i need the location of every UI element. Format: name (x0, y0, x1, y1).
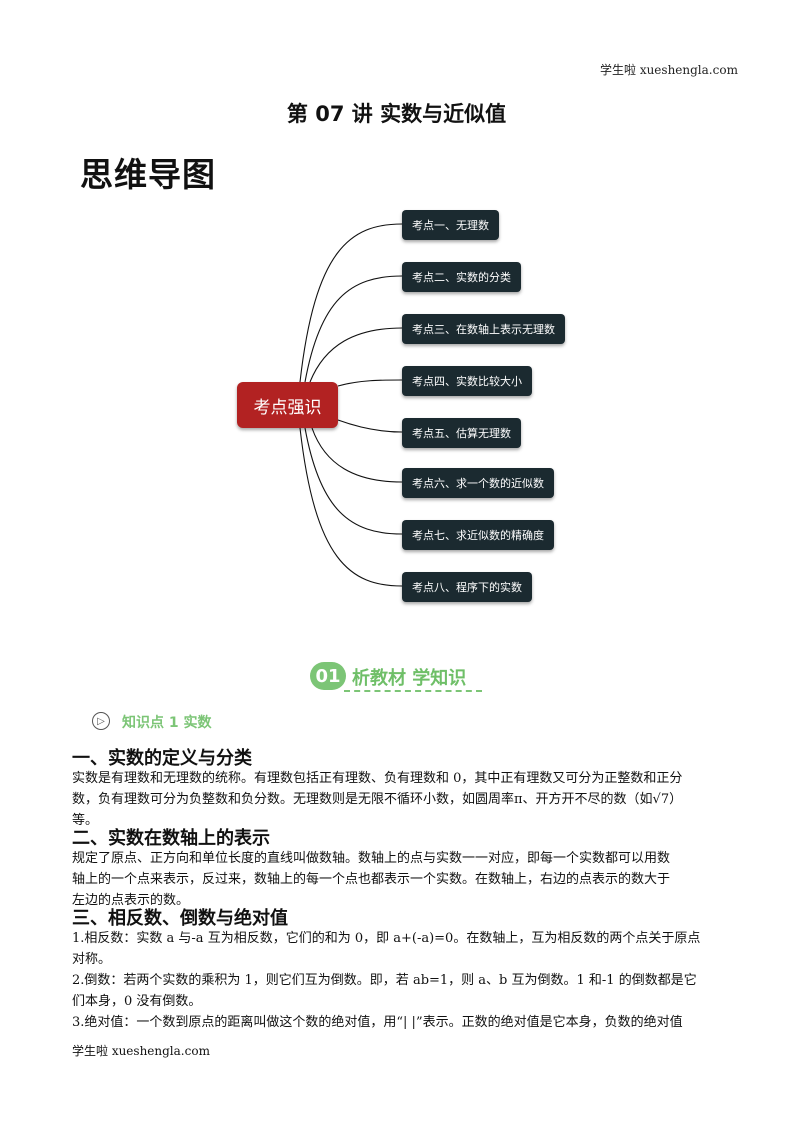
heading-number-line: 二、实数在数轴上的表示 (72, 828, 270, 849)
header-site: 学生啦 xueshengla.com (600, 63, 738, 77)
text-line: 1.相反数：实数 a 与-a 互为相反数，它们的和为 0，即 a+(-a)=0。… (72, 931, 701, 946)
text-line: 2.倒数：若两个实数的乘积为 1，则它们互为倒数。即，若 ab=1，则 a、b … (72, 973, 697, 988)
connector-3 (309, 327, 403, 383)
text-line: 左边的点表示的数。 (72, 893, 190, 908)
text-line: 轴上的一个点来表示，反过来，数轴上的每一个点也都表示一个实数。在数轴上，右边的点… (72, 872, 671, 887)
section-title: 析教材 学知识 (352, 668, 467, 689)
text-line: 规定了原点、正方向和单位长度的直线叫做数轴。数轴上的点与实数一一对应，即每一个实… (72, 851, 671, 866)
section-underline (344, 690, 482, 692)
paragraph-opposites: 1.相反数：实数 a 与-a 互为相反数，它们的和为 0，即 a+(-a)=0。… (72, 928, 726, 1033)
connector-5 (337, 419, 403, 433)
connector-7 (304, 427, 403, 535)
mindmap-connectors (299, 223, 403, 587)
mindmap-branch-3: 考点三、在数轴上表示无理数 (402, 314, 565, 344)
mindmap-branch-2: 考点二、实数的分类 (402, 262, 521, 292)
mindmap-branch-8: 考点八、程序下的实数 (402, 572, 532, 602)
knowledge-point-label: 知识点 1 实数 (122, 715, 212, 731)
footer-site: 学生啦 xueshengla.com (72, 1044, 210, 1058)
connector-4 (337, 379, 403, 387)
mindmap-title: 思维导图 (80, 155, 216, 194)
play-circle-icon: ▷ (92, 712, 110, 730)
mindmap-center-node: 考点强识 (237, 382, 338, 428)
text-line: 3.绝对值：一个数到原点的距离叫做这个数的绝对值，用“| |”表示。正数的绝对值… (72, 1015, 683, 1030)
text-line: 对称。 (72, 952, 112, 967)
mindmap-branch-6: 考点六、求一个数的近似数 (402, 468, 554, 498)
heading-opposites: 三、相反数、倒数与绝对值 (72, 908, 288, 929)
connector-1 (299, 223, 403, 383)
text-line: 们本身，0 没有倒数。 (72, 994, 202, 1009)
mindmap-branch-4: 考点四、实数比较大小 (402, 366, 532, 396)
text-line: 实数是有理数和无理数的统称。有理数包括正有理数、负有理数和 0，其中正有理数又可… (72, 771, 683, 786)
mindmap-branch-1: 考点一、无理数 (402, 210, 499, 240)
connector-8 (299, 427, 403, 587)
paragraph-definition: 实数是有理数和无理数的统称。有理数包括正有理数、负有理数和 0，其中正有理数又可… (72, 768, 726, 831)
section-number-badge: 01 (310, 662, 346, 690)
page-title: 第 07 讲 实数与近似值 (286, 102, 507, 126)
text-line: 等。 (72, 813, 99, 828)
heading-definition: 一、实数的定义与分类 (72, 748, 252, 769)
mindmap-branch-5: 考点五、估算无理数 (402, 418, 521, 448)
paragraph-number-line: 规定了原点、正方向和单位长度的直线叫做数轴。数轴上的点与实数一一对应，即每一个实… (72, 848, 726, 911)
text-line: 数，负有理数可分为负整数和负分数。无理数则是无限不循环小数，如圆周率π、开方开不… (72, 792, 683, 807)
connector-2 (304, 275, 403, 383)
connector-6 (311, 427, 403, 483)
mindmap-branch-7: 考点七、求近似数的精确度 (402, 520, 554, 550)
